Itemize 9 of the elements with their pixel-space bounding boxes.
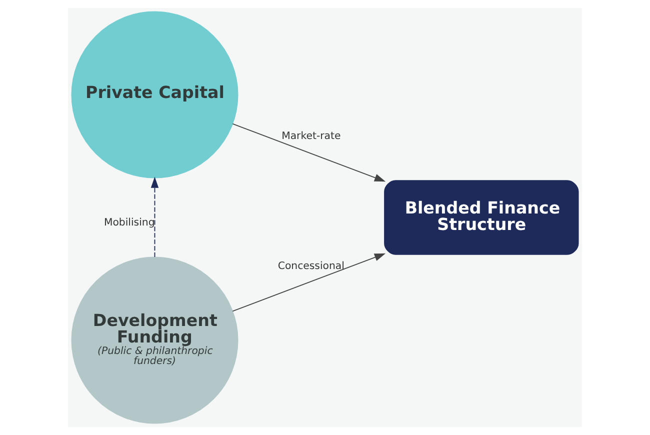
edge-label: Concessional: [278, 260, 344, 272]
arrow: [232, 253, 386, 312]
node-circle: Private Capital: [71, 11, 238, 178]
arrow: [232, 123, 386, 182]
node-box: Blended Finance Structure: [384, 180, 579, 255]
edge-label: Market-rate: [282, 130, 341, 142]
node-circle: Development Funding (Public & philanthropic funders): [71, 256, 238, 424]
arrow: [150, 176, 159, 258]
edge-label: Mobilising: [104, 217, 155, 228]
